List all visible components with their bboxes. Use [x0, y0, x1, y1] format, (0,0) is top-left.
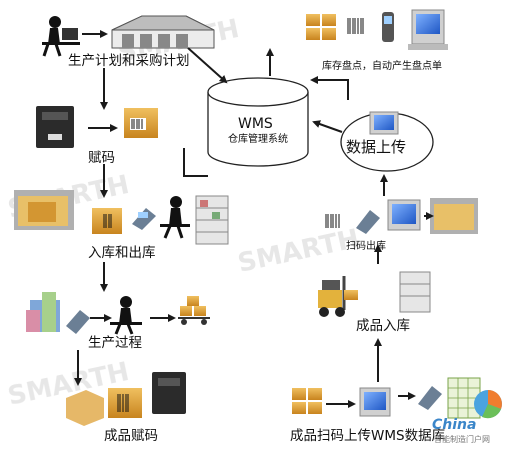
person-at-desk-icon — [160, 196, 190, 239]
label-inventory: 库存盘点，自动产生盘点单 — [322, 61, 442, 72]
handheld-scanner-icon — [132, 208, 156, 230]
label-production: 生产过程 — [88, 335, 142, 351]
box-icon — [66, 390, 104, 426]
flow-arrows — [74, 30, 434, 408]
barcode-printer-icon — [36, 106, 74, 148]
watermark-text: SMARTH — [235, 224, 362, 279]
label-wms-subtitle: 仓库管理系统 — [228, 134, 288, 145]
arrow — [187, 47, 228, 84]
pie-chart-icon — [474, 390, 502, 419]
logo-watermark-subtitle: 智能制造门户网 — [434, 435, 490, 444]
label-wms-title: WMS — [238, 116, 273, 132]
barcode-box-icon — [92, 208, 122, 234]
factory-icon — [26, 292, 60, 332]
arrow — [312, 120, 343, 133]
storage-shelf-icon — [399, 271, 431, 313]
handheld-scanner-icon — [418, 386, 442, 410]
arrow — [310, 76, 349, 100]
connector-line — [183, 148, 208, 177]
label-assign-code: 赋码 — [88, 150, 115, 166]
label-product-code: 成品赋码 — [104, 428, 158, 444]
handheld-scanner-icon — [66, 310, 90, 334]
logo-watermark-text: China — [432, 417, 477, 433]
stacked-boxes-icon — [306, 14, 336, 40]
computer-terminal-icon — [359, 387, 391, 417]
forklift-icon — [318, 276, 358, 317]
cart-with-boxes-icon — [178, 296, 210, 325]
truck-unloading-icon — [14, 190, 74, 230]
computer-terminal-icon — [387, 199, 421, 231]
computer-terminal-icon — [408, 9, 448, 50]
label-product-in: 成品入库 — [356, 318, 410, 334]
spreadsheet-icon — [447, 377, 481, 419]
handheld-terminal-icon — [382, 12, 394, 42]
label-scan-upload: 成品扫码上传WMS数据库 — [290, 428, 446, 444]
label-upload: 数据上传 — [346, 138, 407, 156]
barcode-box-icon — [108, 388, 142, 418]
barcode-printer-icon — [152, 372, 186, 414]
person-at-desk-icon — [110, 296, 142, 335]
warehouse-icon — [111, 15, 215, 49]
wms-database-cylinder — [207, 77, 309, 167]
barcode-label-icon — [325, 214, 340, 228]
stacked-boxes-icon — [292, 388, 322, 414]
handheld-scanner-icon — [356, 210, 380, 234]
computer-terminal-icon — [369, 111, 399, 135]
barcode-label-icon — [347, 18, 364, 34]
label-plan: 生产计划和采购计划 — [68, 53, 190, 69]
label-scan-out: 扫码出库 — [346, 241, 386, 252]
truck-loading-icon — [430, 198, 478, 234]
barcode-box-icon — [124, 108, 158, 138]
person-at-desk-icon — [42, 16, 80, 57]
storage-shelf-icon — [195, 195, 229, 245]
label-in-out: 入库和出库 — [88, 245, 156, 261]
